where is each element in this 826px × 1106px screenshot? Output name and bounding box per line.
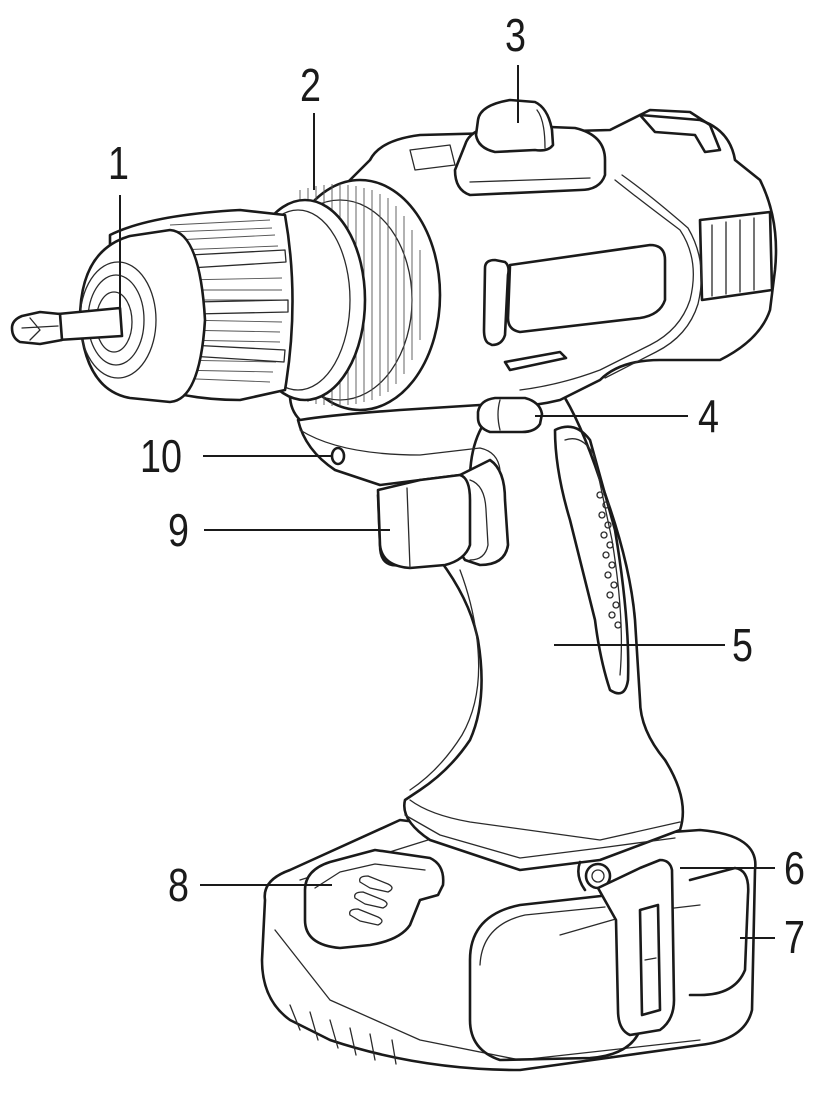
leader-lines — [119, 65, 775, 939]
battery-release-button-drawing — [303, 848, 445, 950]
callout-9-trigger: 9 — [168, 504, 189, 556]
grip-texture — [596, 491, 622, 629]
trigger-housing-drawing — [296, 418, 510, 570]
callout-10-led-light: 10 — [140, 430, 182, 482]
callout-8-battery-release: 8 — [168, 859, 189, 911]
callout-7-battery-pack: 7 — [784, 911, 805, 963]
callout-2-chuck-sleeve: 2 — [300, 59, 321, 111]
callout-5-handle: 5 — [732, 619, 753, 671]
handle-drawing — [403, 388, 685, 872]
callout-3-gear-selector: 3 — [505, 9, 526, 61]
callout-1-chuck-bit-holder: 1 — [108, 137, 129, 189]
belt-clip-drawing — [577, 858, 676, 1037]
screwdriver-bit-drawing — [10, 306, 124, 346]
chuck-body-drawing — [78, 208, 294, 404]
callout-4-rotation-switch: 4 — [698, 390, 719, 442]
callout-6-belt-clip: 6 — [784, 842, 805, 894]
